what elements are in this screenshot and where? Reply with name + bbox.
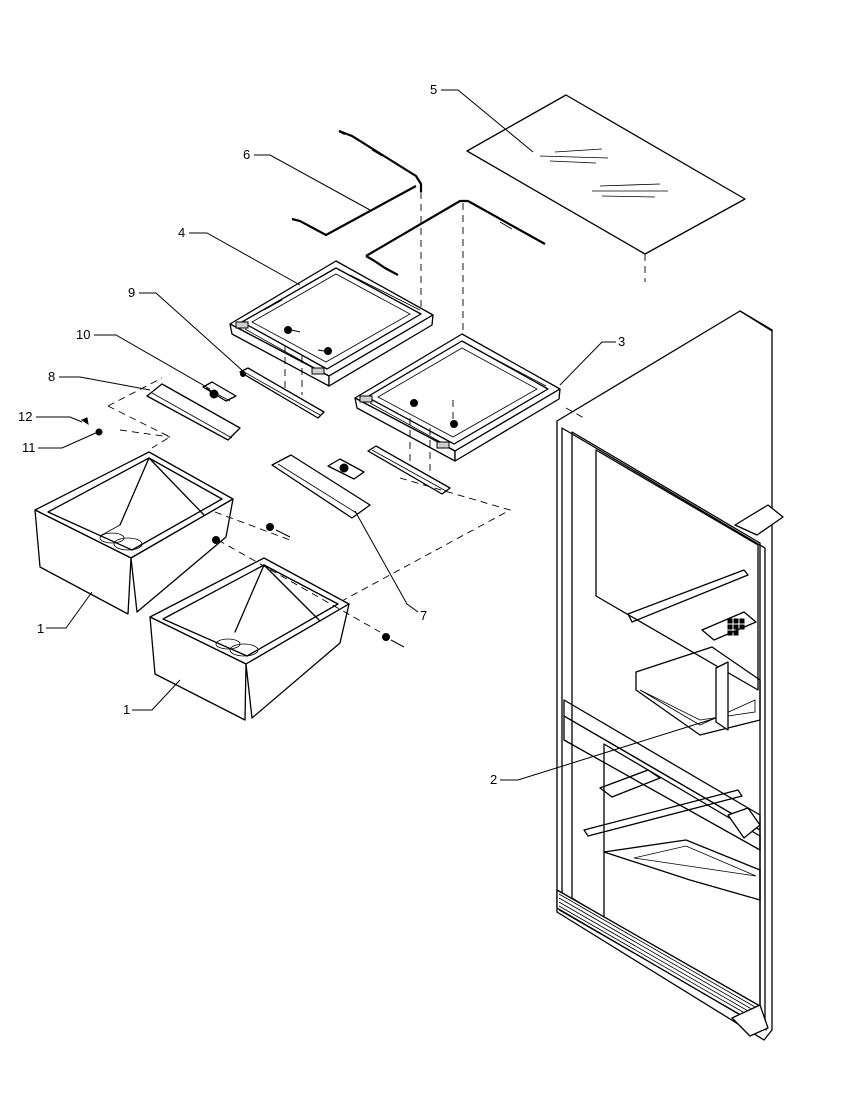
svg-text:6: 6 <box>243 147 250 162</box>
crisper-drawer-upper <box>34 429 291 615</box>
crisper-cover-part-7 <box>271 445 512 603</box>
callout-8: 8 <box>48 369 151 391</box>
svg-text:2: 2 <box>490 772 497 787</box>
callout-4: 4 <box>178 225 301 286</box>
svg-text:10: 10 <box>76 327 90 342</box>
refrigerator-cabinet <box>556 310 784 1041</box>
crisper-cover-part-8 <box>107 377 241 449</box>
svg-text:9: 9 <box>128 285 135 300</box>
wire-frame-second <box>365 199 546 332</box>
svg-text:11: 11 <box>22 440 36 455</box>
shelf-frame-part-4 <box>229 192 434 395</box>
callout-6: 6 <box>243 147 371 211</box>
callout-5: 5 <box>430 82 534 153</box>
svg-text:1: 1 <box>37 621 44 636</box>
callout-7: 7 <box>354 510 427 623</box>
svg-text:5: 5 <box>430 82 437 97</box>
bracket-part-10 <box>202 381 237 402</box>
svg-text:1: 1 <box>123 702 130 717</box>
callout-10: 10 <box>76 327 211 390</box>
callout-9: 9 <box>128 285 245 373</box>
vent-grille <box>727 618 745 636</box>
svg-text:7: 7 <box>420 608 427 623</box>
crisper-drawer-lower <box>149 536 405 721</box>
divider-rail-part-9 <box>239 367 325 419</box>
svg-text:12: 12 <box>18 409 32 424</box>
glass-shelf-part-5 <box>466 94 746 282</box>
callout-11: 11 <box>22 417 103 455</box>
wire-frame-part-6 <box>291 129 423 237</box>
svg-text:8: 8 <box>48 369 55 384</box>
shelf-frame-part-3 <box>354 333 561 478</box>
svg-text:4: 4 <box>178 225 185 240</box>
callout-12: 12 <box>18 409 83 424</box>
toe-grille <box>556 889 767 1031</box>
svg-text:3: 3 <box>618 334 625 349</box>
callout-3: 3 <box>559 334 625 386</box>
callout-1-lower: 1 <box>123 679 181 717</box>
callout-2: 2 <box>490 717 717 787</box>
callout-1-upper: 1 <box>37 591 93 636</box>
